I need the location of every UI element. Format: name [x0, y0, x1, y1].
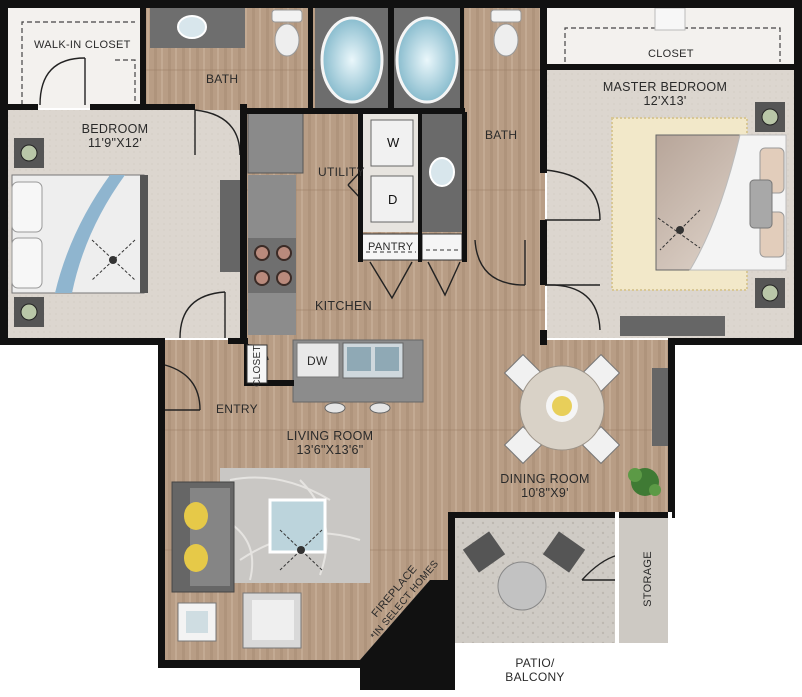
sink-left	[177, 15, 207, 39]
washer-label: W	[387, 135, 400, 150]
stove	[248, 238, 296, 293]
toilet-right	[493, 23, 519, 57]
bedroom-bed	[11, 138, 242, 327]
utility-label: UTILITY	[318, 165, 365, 179]
bath-right-label: BATH	[485, 128, 518, 142]
patio-label: PATIO/ BALCONY	[490, 656, 580, 684]
toilet-left	[274, 23, 300, 57]
bedroom-size: 11'9"X12'	[87, 136, 143, 150]
bedroom-name: BEDROOM	[81, 122, 149, 136]
walk-in-closet-door	[39, 57, 86, 106]
patio-furniture	[462, 531, 586, 611]
fireplace-box	[360, 580, 455, 690]
bathtub-left	[320, 16, 384, 104]
walls	[0, 0, 802, 680]
master-closet-shelves	[564, 27, 781, 62]
dishwasher	[296, 342, 340, 378]
dishwasher-label: DW	[307, 354, 328, 368]
living-room-label: LIVING ROOM 13'6"X13'6"	[275, 429, 385, 457]
dining-set	[503, 353, 672, 496]
closet-master-label: CLOSET	[648, 48, 694, 60]
entry-label: ENTRY	[216, 402, 258, 416]
master-bedroom-size: 12'X13'	[643, 94, 687, 108]
living-room-size: 13'6"X13'6"	[296, 443, 364, 457]
plant	[628, 468, 661, 496]
vanity-sink	[429, 157, 455, 187]
master-bedroom-label: MASTER BEDROOM 12'X13'	[590, 80, 740, 108]
bedroom-label: BEDROOM 11'9"X12'	[70, 122, 160, 150]
master-bedroom-name: MASTER BEDROOM	[602, 80, 728, 94]
refrigerator	[247, 112, 304, 174]
dining-room-name: DINING ROOM	[500, 472, 590, 486]
bath-left-fixtures	[150, 8, 522, 104]
buffet	[652, 368, 672, 446]
patio-line1: PATIO/	[515, 656, 555, 670]
washer	[370, 119, 414, 167]
bath-right-floor	[462, 8, 545, 338]
walk-in-closet-label: WALK-IN CLOSET	[34, 39, 131, 51]
living-furniture	[171, 468, 370, 649]
living-room-name: LIVING ROOM	[286, 429, 374, 443]
patio-table	[497, 561, 547, 611]
coffee-table	[268, 498, 327, 554]
dining-room-size: 10'8"X9'	[521, 486, 569, 500]
bedroom-dresser	[220, 180, 242, 272]
pantry-label: PANTRY	[368, 241, 414, 253]
storage-floor	[618, 518, 670, 645]
master-bed	[611, 102, 787, 336]
kitchen-fixtures	[247, 112, 424, 414]
closet-entry-label: CLOSET	[251, 345, 263, 387]
bath-left-label: BATH	[206, 72, 239, 86]
dryer	[370, 175, 414, 223]
dining-room-label: DINING ROOM 10'8"X9'	[495, 472, 595, 500]
bathtub-right	[395, 16, 459, 104]
storage-label: STORAGE	[641, 551, 654, 607]
dresser	[620, 316, 725, 336]
walk-in-closet-shelves	[21, 21, 136, 105]
dryer-label: D	[388, 192, 398, 207]
kitchen-label: KITCHEN	[315, 299, 372, 313]
patio-line2: BALCONY	[505, 670, 565, 684]
